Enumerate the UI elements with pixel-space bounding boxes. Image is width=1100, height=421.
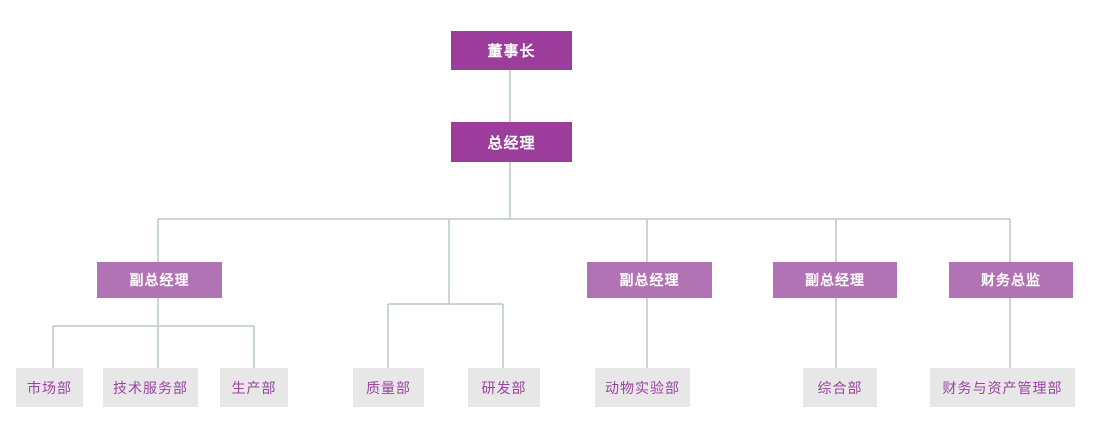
node-dept-marketing: 市场部 [16, 368, 83, 407]
node-dept-production: 生产部 [220, 368, 288, 407]
node-chairman: 董事长 [451, 31, 572, 70]
node-dept-general-affairs: 综合部 [803, 368, 877, 407]
node-vice-gm-1: 副总经理 [97, 262, 222, 298]
node-dept-animal-lab: 动物实验部 [595, 368, 690, 407]
node-dept-quality: 质量部 [353, 368, 424, 407]
node-finance-director: 财务总监 [949, 262, 1073, 298]
node-dept-tech-service: 技术服务部 [103, 368, 198, 407]
node-vice-gm-3: 副总经理 [773, 262, 897, 298]
node-dept-finance-asset: 财务与资产管理部 [930, 368, 1075, 407]
node-vice-gm-2: 副总经理 [587, 262, 712, 298]
node-dept-rnd: 研发部 [468, 368, 540, 407]
node-general-manager: 总经理 [451, 122, 572, 162]
